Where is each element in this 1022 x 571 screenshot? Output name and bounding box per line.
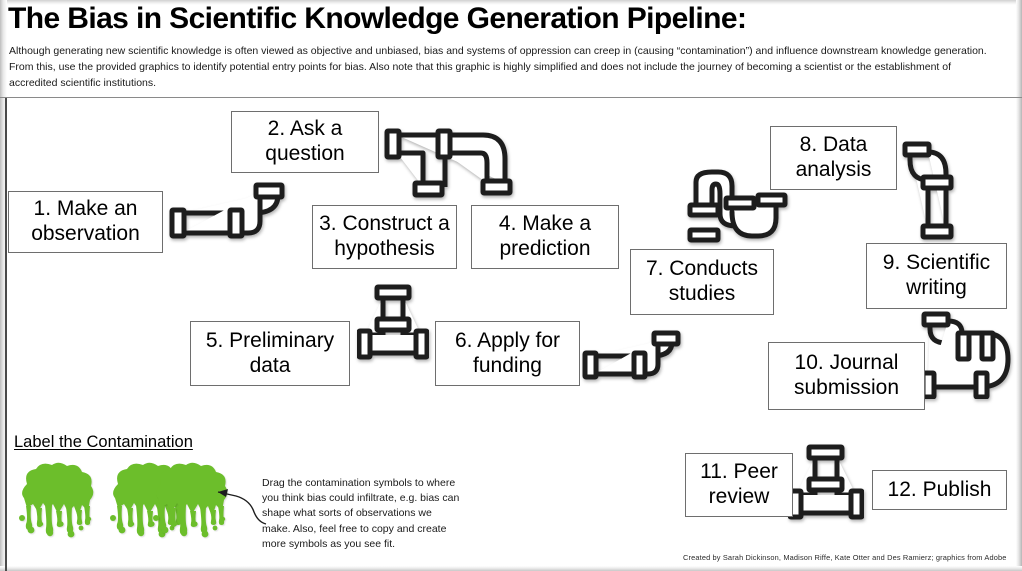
u-bend-pipe-9-to-10 [920, 311, 1011, 399]
pipeline-step-6-label: 6. Apply for funding [454, 328, 561, 377]
pipeline-step-11-label: 11. Peer review [700, 460, 778, 508]
pipeline-step-5-label: 5. Preliminary data [205, 328, 335, 377]
contamination-heading: Label the Contamination [14, 433, 193, 451]
pipeline-step-10[interactable]: 10. Journal submission [768, 342, 925, 410]
contamination-symbol[interactable] [148, 462, 231, 540]
pipeline-step-1[interactable]: 1. Make an observation [8, 191, 163, 253]
s-curve-pipe-7-to-8 [687, 169, 788, 243]
contamination-instructions: Drag the contamination symbols to where … [262, 477, 460, 550]
pipeline-step-4-label: 4. Make a prediction [498, 212, 592, 260]
pipeline-step-11[interactable]: 11. Peer review [685, 453, 793, 517]
page-description: Although generating new scientific knowl… [9, 45, 987, 89]
pipeline-step-2-label: 2. Ask a question [265, 117, 345, 165]
pipeline-step-5[interactable]: 5. Preliminary data [190, 321, 350, 386]
pipeline-step-3[interactable]: 3. Construct a hypothesis [312, 205, 457, 269]
pipeline-step-9-label: 9. Scientific writing [882, 251, 991, 299]
pipeline-step-4[interactable]: 4. Make a prediction [471, 205, 619, 269]
pipeline-step-3-label: 3. Construct a hypothesis [319, 212, 450, 260]
slide-frame-top [0, 0, 1022, 5]
page-title: The Bias in Scientific Knowledge Generat… [8, 2, 747, 35]
pipeline-step-1-label: 1. Make an observation [31, 197, 140, 245]
tee-pipe-3-to-5-6 [357, 284, 429, 360]
elbow-pipe-1-to-2 [169, 182, 285, 239]
pipeline-step-8[interactable]: 8. Data analysis [770, 126, 897, 190]
pipeline-step-7-label: 7. Conducts studies [645, 257, 759, 305]
header-divider [0, 97, 1022, 98]
tee-pipe-10-to-11-12 [788, 444, 864, 520]
slide-frame-left [0, 0, 7, 571]
pipeline-step-12[interactable]: 12. Publish [872, 470, 1007, 510]
contamination-symbol[interactable] [14, 462, 97, 540]
slide-frame-bottom [0, 566, 1022, 571]
elbow-pipe-6-to-7 [582, 330, 681, 380]
elbow-pipe-8-to-9 [902, 141, 954, 240]
pipeline-step-2[interactable]: 2. Ask a question [231, 111, 379, 173]
pipeline-step-12-label: 12. Publish [887, 477, 992, 501]
pipeline-step-8-label: 8. Data analysis [795, 133, 872, 181]
pointer-arrow-icon [217, 489, 267, 525]
tee-elbow-pipe-2-to-3-4 [384, 128, 513, 198]
left-accent-bar [5, 98, 7, 571]
credit-line: Created by Sarah Dickinson, Madison Riff… [683, 553, 1007, 562]
pipeline-step-7[interactable]: 7. Conducts studies [630, 249, 774, 315]
slide-frame-right [1016, 0, 1022, 571]
pipeline-step-9[interactable]: 9. Scientific writing [866, 243, 1007, 309]
pipeline-step-6[interactable]: 6. Apply for funding [435, 321, 580, 386]
pipeline-step-10-label: 10. Journal submission [793, 351, 900, 399]
